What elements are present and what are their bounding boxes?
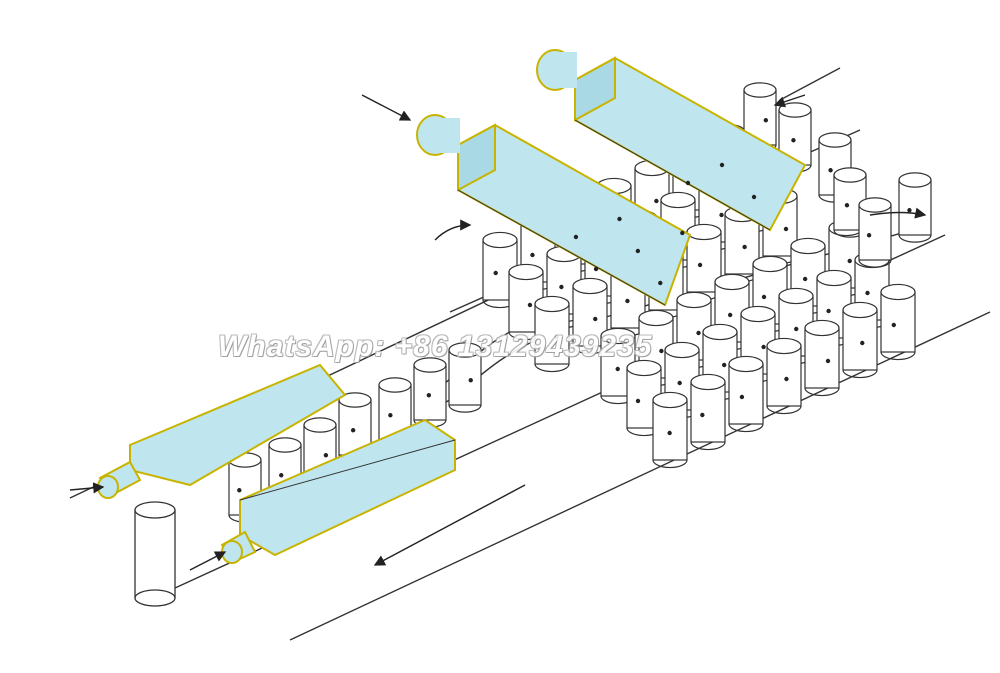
glass-tube <box>413 357 447 428</box>
glass-tube <box>652 391 688 469</box>
glass-tube <box>880 283 916 361</box>
debris-mark <box>388 413 393 418</box>
debris-mark <box>593 266 599 272</box>
debris-mark <box>554 334 559 340</box>
debris-mark <box>654 198 659 204</box>
debris-mark <box>593 316 598 322</box>
debris-mark <box>635 398 641 404</box>
debris-mark <box>659 348 664 354</box>
debris-mark <box>625 298 630 304</box>
debris-mark <box>719 162 725 168</box>
debris-mark <box>493 270 498 276</box>
glass-tube <box>842 301 878 379</box>
debris-mark <box>697 262 703 268</box>
debris-mark <box>844 203 850 208</box>
debris-mark <box>783 226 789 232</box>
glass-tube <box>690 373 726 451</box>
debris-mark <box>615 366 620 372</box>
tube-group <box>228 82 932 523</box>
debris-mark <box>658 280 663 286</box>
debris-mark <box>527 302 533 308</box>
debris-mark <box>761 294 767 300</box>
debris-mark <box>719 212 724 218</box>
roller-lower-left <box>97 363 347 499</box>
debris-mark <box>751 194 757 200</box>
debris-mark <box>721 362 727 368</box>
debris-mark <box>680 230 685 236</box>
single-tube <box>134 501 176 607</box>
debris-mark <box>866 233 872 238</box>
debris-mark <box>685 180 691 186</box>
debris-mark <box>667 430 672 436</box>
roller-upper-left <box>416 114 692 307</box>
glass-tube <box>766 337 802 415</box>
glass-tube <box>534 295 570 373</box>
glass-tube <box>728 355 764 433</box>
debris-mark <box>761 344 766 350</box>
debris-mark <box>784 376 789 382</box>
debris-mark <box>860 340 865 346</box>
debris-mark <box>279 473 284 478</box>
flow-arrows <box>69 94 927 571</box>
debris-mark <box>907 208 912 213</box>
debris-mark <box>727 312 733 318</box>
debris-mark <box>696 330 701 336</box>
debris-mark <box>825 358 831 364</box>
debris-mark <box>573 234 579 240</box>
debris-mark <box>700 412 705 418</box>
debris-mark <box>237 488 242 493</box>
glass-tube <box>448 342 482 413</box>
debris-mark <box>791 138 796 143</box>
debris-mark <box>677 380 682 386</box>
debris-mark <box>617 216 622 222</box>
debris-mark <box>763 118 769 123</box>
glass-tube <box>858 197 892 268</box>
debris-mark <box>350 428 356 433</box>
debris-mark <box>635 248 641 254</box>
debris-mark <box>559 284 564 290</box>
debris-mark <box>742 244 747 250</box>
roller-upper-right <box>536 49 807 232</box>
debris-mark <box>847 258 852 264</box>
debris-mark <box>468 378 473 383</box>
debris-mark <box>323 453 329 458</box>
debris-mark <box>865 290 870 296</box>
debris-mark <box>826 308 831 314</box>
glass-tube <box>804 319 840 397</box>
debris-mark <box>794 326 799 332</box>
glass-tube <box>898 172 932 243</box>
debris-mark <box>802 276 808 282</box>
debris-mark <box>739 394 745 400</box>
debris-mark <box>530 252 535 258</box>
debris-mark <box>426 393 432 398</box>
debris-marks <box>237 118 912 493</box>
roller-lower-front <box>220 418 456 564</box>
debris-mark <box>828 168 833 173</box>
debris-mark <box>891 322 896 328</box>
